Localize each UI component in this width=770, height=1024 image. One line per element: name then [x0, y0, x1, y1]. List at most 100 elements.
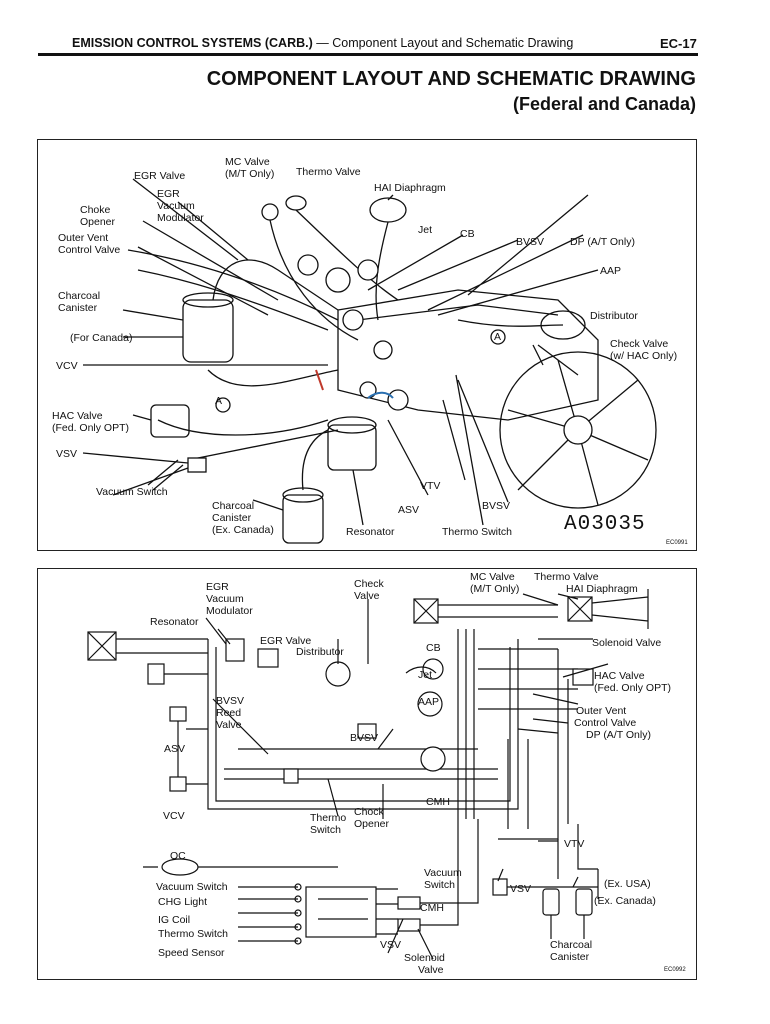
choke-opener-label-1: Choke: [80, 204, 111, 216]
bvsv-reed-label-1: BVSV: [216, 695, 245, 707]
speed-sensor-label: Speed Sensor: [158, 947, 225, 959]
oc-label: OC: [170, 850, 186, 862]
distributor-label: Distributor: [590, 310, 638, 322]
outer-vent-label-1: Outer Vent: [58, 232, 109, 244]
thermo-switch-label-2: Switch: [310, 824, 341, 836]
egr-valve-label: EGR Valve: [260, 635, 312, 647]
hac-valve-label-2: (Fed. Only OPT): [594, 682, 672, 694]
check-valve-label-1: Check: [354, 578, 384, 590]
bvsv-reed-label-3: Valve: [216, 719, 242, 731]
vacuum-hose-schematic: [87, 589, 649, 960]
egr-vm-label-3: Modulator: [206, 605, 253, 617]
jet-label: Jet: [418, 669, 433, 681]
hai-diaphragm-label: HAI Diaphragm: [374, 182, 446, 194]
panel-code: EC0991: [666, 540, 688, 546]
outer-vent-label-2: Control Valve: [58, 244, 121, 256]
cb-label: CB: [426, 642, 441, 654]
component-layout-panel: MC Valve (M/T Only) Thermo Valve EGR Val…: [37, 139, 697, 551]
hac-valve-label-1: HAC Valve: [52, 410, 103, 422]
bvsv-label: BVSV: [516, 236, 545, 248]
charcoal-ex-label-1: Charcoal: [212, 500, 255, 512]
page-number: EC-17: [660, 36, 697, 51]
check-valve-label-2: Valve: [354, 590, 380, 602]
vacuum-switch-right-label-2: Switch: [424, 879, 455, 891]
egr-vm-label-3: Modulator: [157, 212, 204, 224]
vcv-label: VCV: [163, 810, 185, 822]
circle-a-right: A: [494, 331, 502, 343]
solenoid-bottom-label-1: Solenoid: [404, 952, 445, 964]
engine-illustration: [82, 178, 657, 544]
running-header: EMISSION CONTROL SYSTEMS (CARB.) — Compo…: [72, 36, 573, 50]
page-subtitle: (Federal and Canada): [512, 94, 696, 114]
hac-valve-label-2: (Fed. Only OPT): [52, 422, 130, 434]
distributor-label: Distributor: [296, 646, 344, 658]
vacuum-switch-label: Vacuum Switch: [96, 486, 168, 498]
vacuum-switch-right-label-1: Vacuum: [424, 867, 462, 879]
charcoal-canister-label-1: Charcoal: [58, 290, 101, 302]
vsv-label: VSV: [56, 448, 78, 460]
chock-opener-label-1: Chock: [354, 806, 384, 818]
check-valve-label-2: (w/ HAC Only): [610, 350, 678, 362]
charcoal-label-1: Charcoal: [550, 939, 593, 951]
charcoal-canister-label-2: Canister: [58, 302, 98, 314]
jet-label: Jet: [418, 224, 433, 236]
ex-usa-label: (Ex. USA): [604, 878, 651, 890]
outer-vent-label-1: Outer Vent: [576, 705, 627, 717]
mc-valve-label-2: (M/T Only): [470, 583, 520, 595]
vtv-label: VTV: [420, 480, 441, 492]
aap-label: AAP: [600, 265, 622, 277]
hac-valve-label-1: HAC Valve: [594, 670, 645, 682]
mc-valve-note: (M/T Only): [225, 168, 275, 180]
header-rule: [38, 53, 698, 56]
bvsv-bottom-label: BVSV: [482, 500, 511, 512]
vsv-bottom-label: VSV: [380, 939, 402, 951]
vacuum-switch-label: Vacuum Switch: [156, 881, 228, 893]
hai-diaphragm-label: HAI Diaphragm: [566, 583, 638, 595]
charcoal-label-2: Canister: [550, 951, 590, 963]
vtv-label: VTV: [564, 838, 585, 850]
subsection-title: Component Layout and Schematic Drawing: [332, 36, 574, 50]
bvsv-reed-label-2: Reed: [216, 707, 242, 719]
egr-vm-label-1: EGR: [206, 581, 229, 593]
circle-a-left: A: [215, 395, 223, 407]
egr-vm-label-2: Vacuum: [157, 200, 195, 212]
thermo-switch-label-1: Thermo: [310, 812, 347, 824]
mc-valve-label: MC Valve: [225, 156, 270, 168]
ig-coil-label: IG Coil: [158, 914, 191, 926]
choke-opener-label-2: Opener: [80, 216, 116, 228]
aap-label: AAP: [418, 696, 440, 708]
section-title: EMISSION CONTROL SYSTEMS (CARB.): [72, 36, 313, 50]
asv-label: ASV: [398, 504, 420, 516]
solenoid-bottom-label-2: Valve: [418, 964, 444, 976]
asv-label: ASV: [164, 743, 186, 755]
resonator-label: Resonator: [346, 526, 395, 538]
charcoal-ex-label-2: Canister: [212, 512, 252, 524]
thermo-valve-label: Thermo Valve: [296, 166, 361, 178]
charcoal-ex-label-3: (Ex. Canada): [212, 524, 274, 536]
figure-code: A03035: [564, 513, 646, 536]
cmh-label: CMH: [426, 796, 450, 808]
thermo-switch-label: Thermo Switch: [442, 526, 513, 538]
chock-opener-label-2: Opener: [354, 818, 390, 830]
header-dash: —: [312, 36, 333, 50]
solenoid-valve-label: Solenoid Valve: [592, 637, 662, 649]
check-valve-label-1: Check Valve: [610, 338, 669, 350]
panel-code: EC0992: [664, 967, 686, 973]
resonator-label: Resonator: [150, 616, 199, 628]
egr-vm-label-1: EGR: [157, 188, 180, 200]
thermo-valve-label: Thermo Valve: [534, 571, 599, 583]
cb-label: CB: [460, 228, 475, 240]
egr-vm-label-2: Vacuum: [206, 593, 244, 605]
page-title: COMPONENT LAYOUT AND SCHEMATIC DRAWING: [206, 68, 696, 90]
vsv-right-label: VSV: [510, 883, 532, 895]
mc-valve-label-1: MC Valve: [470, 571, 515, 583]
chg-light-label: CHG Light: [158, 896, 208, 908]
outer-vent-label-2: Control Valve: [574, 717, 637, 729]
dp-label: DP (A/T Only): [570, 236, 635, 248]
cmh-bottom-label: CMH: [420, 902, 444, 914]
thermo-switch-left-label: Thermo Switch: [158, 928, 229, 940]
schematic-panel: EGR Vacuum Modulator Check Valve MC Valv…: [37, 568, 697, 980]
egr-valve-label: EGR Valve: [134, 170, 186, 182]
for-canada-label: (For Canada): [70, 332, 133, 344]
bvsv-mid-label: BVSV: [350, 732, 379, 744]
